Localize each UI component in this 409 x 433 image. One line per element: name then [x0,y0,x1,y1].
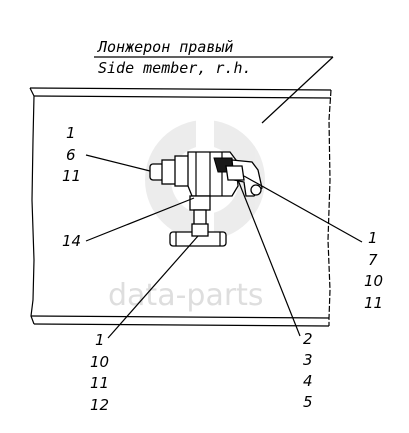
callout-label: 5 [303,393,313,411]
callout-label: 10 [364,272,383,290]
elbow-clip [225,165,245,181]
callouts-left-mid: 14 [62,232,81,250]
left-hex [174,155,190,187]
callout-label: 11 [364,294,383,312]
callout-label: 10 [90,353,109,371]
callouts-left-top: 1 6 11 [62,124,81,185]
callouts-bottom-left: 1 10 11 12 [90,331,109,414]
callout-label: 7 [368,251,378,269]
tee-center [191,223,209,237]
callout-label: 4 [303,372,313,390]
callout-label: 2 [303,330,313,348]
callout-label: 11 [90,374,109,392]
caption: Лонжерон правый Side member, r.h. [94,38,334,124]
callout-label: 12 [90,396,109,414]
caption-leader-line [261,56,334,124]
leader-lines [85,154,363,339]
callout-label: 14 [62,232,81,250]
watermark-text: data-parts [108,278,264,313]
callout-label: 6 [66,146,76,164]
left-nut [161,159,177,185]
elbow-end [250,184,262,196]
callout-label: 1 [95,331,105,349]
callout-label: 11 [62,167,81,185]
valve-assembly [149,151,263,247]
callout-label: 3 [303,351,313,369]
callout-label: 1 [368,229,378,247]
callout-label: 1 [66,124,76,142]
callouts-right-top: 1 7 10 11 [364,229,383,312]
caption-english: Side member, r.h. [98,59,252,77]
side-member [29,87,332,327]
callouts-bottom-right: 2 3 4 5 [303,330,313,411]
caption-russian: Лонжерон правый [96,38,233,56]
